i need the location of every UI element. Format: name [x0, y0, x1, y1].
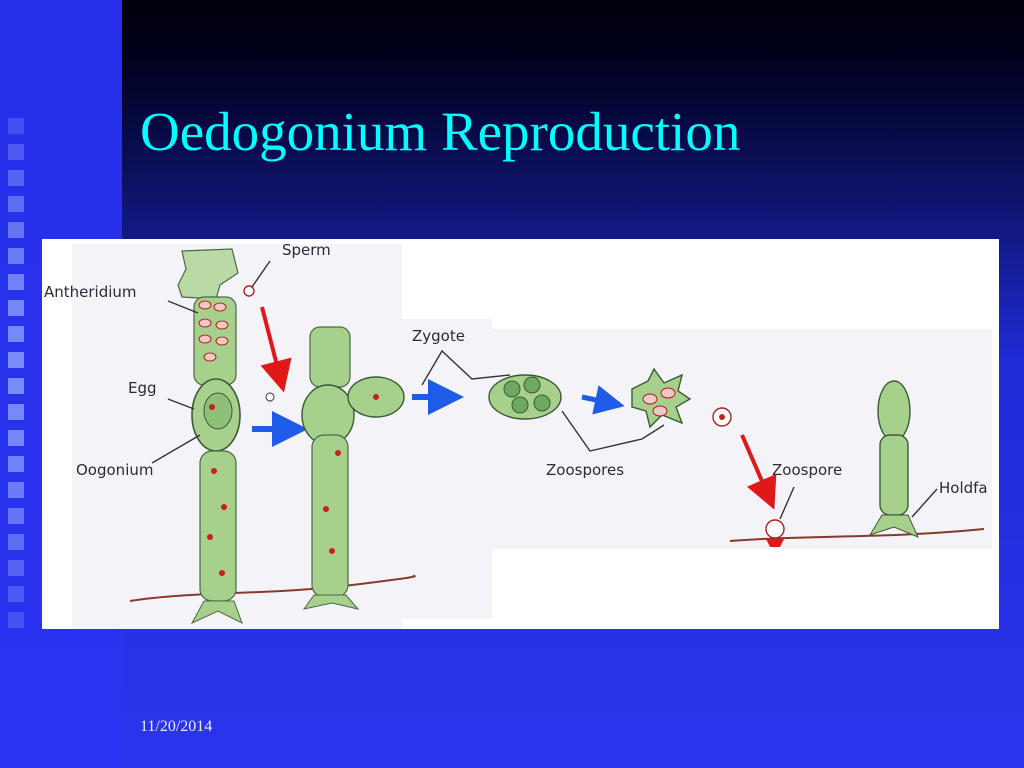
- arrow-red-fertilization: [260, 306, 292, 393]
- decorative-square: [8, 300, 24, 316]
- label-antheridium: Antheridium: [44, 283, 137, 301]
- decorative-square: [8, 378, 24, 394]
- decorative-square: [8, 274, 24, 290]
- decorative-square: [8, 612, 24, 628]
- life-cycle-diagram: Sperm Antheridium Egg Oogonium Zygote Zo…: [42, 239, 999, 629]
- decorative-square: [8, 196, 24, 212]
- young-filament-with-holdfast: [868, 380, 938, 538]
- ground-line-right: [729, 528, 985, 542]
- sperm-near-egg: [265, 392, 275, 402]
- germinating-zygote: [631, 367, 692, 429]
- arrow-red-settling: [740, 434, 777, 510]
- zygote-with-zoospores: [488, 374, 562, 420]
- filament-with-zygote: [301, 326, 405, 610]
- decorative-square: [8, 170, 24, 186]
- label-holdfast: Holdfa: [939, 479, 988, 497]
- label-zygote: Zygote: [412, 327, 465, 345]
- decorative-square: [8, 430, 24, 446]
- settled-zoospore: [765, 486, 795, 547]
- decorative-square: [8, 248, 24, 264]
- decorative-square: [8, 586, 24, 602]
- decorative-square: [8, 222, 24, 238]
- label-sperm: Sperm: [282, 241, 331, 259]
- label-zoospore: Zoospore: [772, 461, 842, 479]
- slide-title: Oedogonium Reproduction: [140, 101, 741, 162]
- decorative-square: [8, 404, 24, 420]
- decorative-square: [8, 456, 24, 472]
- label-oogonium: Oogonium: [76, 461, 153, 479]
- decorative-square: [8, 352, 24, 368]
- decorative-square: [8, 118, 24, 134]
- sperm-cell: [243, 285, 255, 297]
- decorative-square: [8, 482, 24, 498]
- filament-with-antheridium-and-oogonium: [177, 248, 243, 625]
- label-egg: Egg: [128, 379, 157, 397]
- decorative-square: [8, 560, 24, 576]
- arrow-blue-3: [581, 385, 625, 415]
- decorative-square: [8, 144, 24, 160]
- slide-date: 11/20/2014: [140, 718, 213, 735]
- decorative-squares-column: [8, 118, 26, 638]
- decorative-square: [8, 534, 24, 550]
- decorative-square: [8, 326, 24, 342]
- label-zoospores: Zoospores: [546, 461, 624, 479]
- decorative-square: [8, 508, 24, 524]
- diagram-drawing: Sperm Antheridium Egg Oogonium Zygote Zo…: [44, 241, 992, 629]
